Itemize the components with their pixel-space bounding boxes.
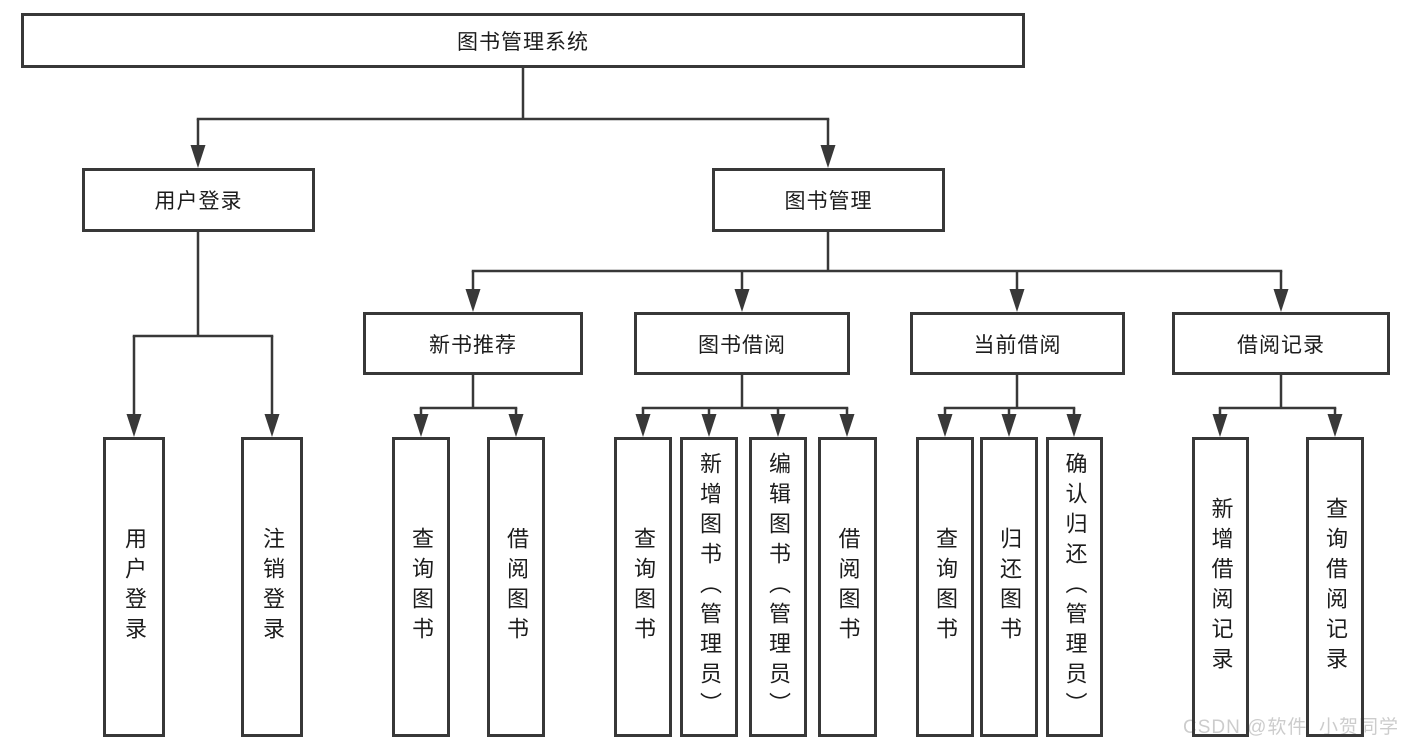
leaf-add-borrow-record: 新增借阅记录	[1192, 437, 1249, 737]
node-library-system: 图书管理系统	[21, 13, 1025, 68]
leaf-query-books-borrowing: 查询图书	[614, 437, 672, 737]
node-new-book-recommend: 新书推荐	[363, 312, 583, 375]
node-book-management: 图书管理	[712, 168, 945, 232]
leaf-edit-books-admin: 编辑图书（管理员）	[749, 437, 807, 737]
leaf-return-books: 归还图书	[980, 437, 1038, 737]
node-book-borrowing: 图书借阅	[634, 312, 850, 375]
leaf-logout: 注销登录	[241, 437, 303, 737]
node-user-login: 用户登录	[82, 168, 315, 232]
leaf-query-borrow-record: 查询借阅记录	[1306, 437, 1364, 737]
node-current-borrowing: 当前借阅	[910, 312, 1125, 375]
csdn-watermark: CSDN @软件_小贺同学	[1183, 717, 1399, 738]
node-borrowing-records: 借阅记录	[1172, 312, 1390, 375]
leaf-borrow-books-borrowing: 借阅图书	[818, 437, 877, 737]
leaf-user-login: 用户登录	[103, 437, 165, 737]
leaf-query-books-current: 查询图书	[916, 437, 974, 737]
leaf-query-books-recommend: 查询图书	[392, 437, 450, 737]
leaf-confirm-return-admin: 确认归还（管理员）	[1046, 437, 1103, 737]
leaf-borrow-books-recommend: 借阅图书	[487, 437, 545, 737]
leaf-add-books-admin: 新增图书（管理员）	[680, 437, 738, 737]
